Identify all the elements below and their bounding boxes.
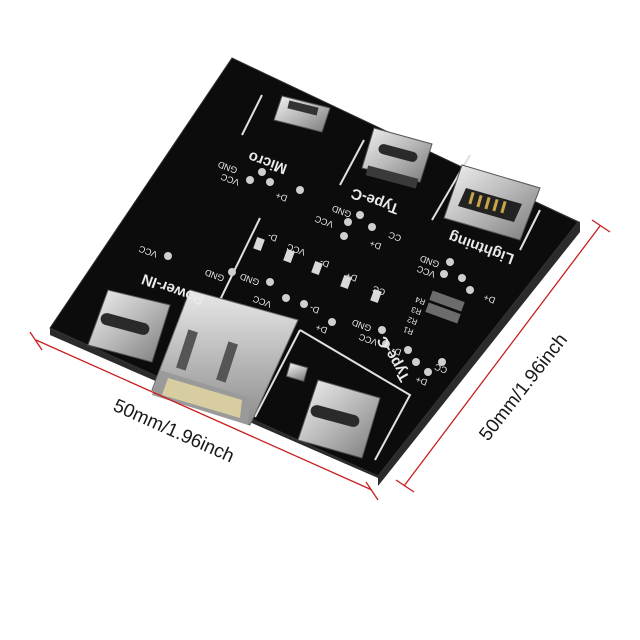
svg-text:D+: D+ (482, 292, 496, 305)
power-in-type-c-port (87, 289, 171, 363)
svg-text:D+: D+ (274, 190, 288, 203)
svg-text:D-: D- (308, 303, 320, 316)
tactile-switch (285, 362, 309, 382)
svg-text:R1: R1 (401, 324, 414, 336)
svg-text:R4: R4 (413, 294, 426, 306)
svg-text:R2: R2 (405, 314, 418, 326)
svg-text:D+: D+ (368, 238, 382, 251)
led-row (253, 236, 382, 304)
svg-text:R3: R3 (409, 304, 422, 316)
svg-text:D+: D+ (344, 270, 358, 283)
resistor-array (425, 290, 465, 324)
lightning-port (443, 164, 541, 241)
type-c-port-bottom (297, 379, 381, 459)
svg-text:D-: D- (318, 257, 330, 270)
test-pads (164, 168, 474, 376)
silkscreen-outlines (219, 94, 541, 461)
svg-text:D+: D+ (414, 374, 428, 387)
svg-text:D+: D+ (314, 322, 328, 335)
led-labels: D- VCC D- D+ CC (266, 231, 386, 298)
svg-text:D-: D- (390, 345, 402, 358)
dimension-height-label: 50mm/1.96inch (475, 330, 572, 445)
dimension-height (395, 219, 611, 493)
type-c-port-top (361, 127, 433, 189)
usb-a-port (151, 289, 299, 426)
svg-text:CC: CC (371, 284, 387, 298)
svg-text:D-: D- (266, 231, 278, 244)
svg-text:CC: CC (433, 362, 449, 376)
dimension-width (29, 331, 379, 501)
resistor-labels: R4 R3 R2 R1 (401, 294, 426, 336)
micro-usb-port (273, 95, 331, 133)
svg-text:CC: CC (387, 230, 403, 244)
